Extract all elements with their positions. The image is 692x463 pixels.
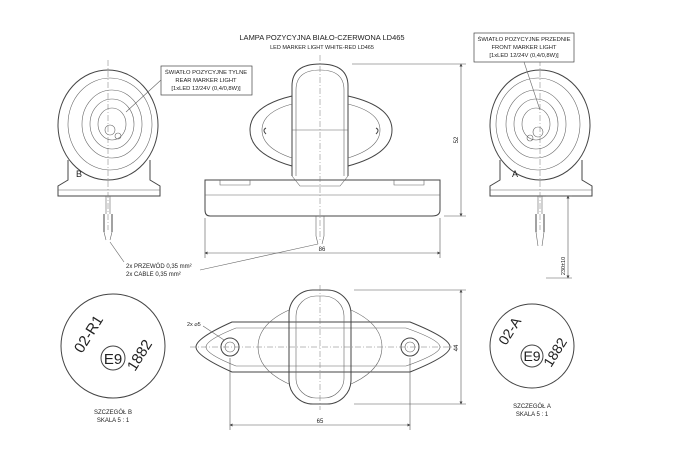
dimension-cable: 230±10: [546, 195, 572, 279]
dimension-hole-label: 2x ⌀5: [187, 322, 201, 328]
dimension-height: 52: [352, 63, 466, 217]
top-view: 2x ⌀5: [187, 285, 456, 410]
detail-a-code: 02-A: [495, 313, 525, 347]
dimension-base-label: 65: [317, 419, 324, 425]
front-label-line-2: FRONT MARKER LIGHT: [492, 45, 557, 51]
front-label-line-3: [1xLED 12/24V (0,4/0,8W)]: [489, 53, 559, 59]
detail-a-caption-1: SZCZEGÓŁ A: [513, 403, 551, 410]
detail-b-caption-1: SZCZEGÓŁ B: [94, 409, 132, 416]
front-view: [204, 55, 441, 245]
dimension-depth-label: 44: [454, 344, 460, 351]
rear-label-box: ŚWIATŁO POZYCYJNE TYLNE REAR MARKER LIGH…: [125, 65, 253, 113]
view-letter-b: B: [76, 169, 82, 179]
front-label-box: ŚWIATŁO POZYCYJNE PRZEDNIE FRONT MARKER …: [473, 32, 575, 111]
rear-side-view: B: [57, 60, 161, 241]
detail-b-mark: E9: [104, 351, 122, 368]
detail-b-number: 1882: [124, 337, 156, 374]
cable-label: 2x PRZEWÓD 0,35 mm² 2x CABLE 0,35 mm²: [109, 241, 319, 278]
cable-label-line-1: 2x PRZEWÓD 0,35 mm²: [126, 263, 192, 270]
dimension-width: 86: [204, 218, 441, 258]
dimension-cable-label: 230±10: [561, 257, 567, 275]
detail-b-caption-2: SKALA 5 : 1: [97, 418, 130, 424]
front-label-line-1: ŚWIATŁO POZYCYJNE PRZEDNIE: [478, 35, 571, 43]
dimension-width-label: 86: [319, 247, 326, 253]
rear-label-line-1: ŚWIATŁO POZYCYJNE TYLNE: [165, 68, 247, 76]
detail-a-mark: E9: [523, 348, 540, 364]
rear-label-line-2: REAR MARKER LIGHT: [175, 78, 237, 84]
front-side-view: A: [489, 60, 593, 247]
detail-a-caption-2: SKALA 5 : 1: [516, 412, 549, 418]
title-line-2: LED MARKER LIGHT WHITE-RED LD465: [270, 45, 374, 51]
rear-label-line-3: [1xLED 12/24V (0,4/0,8W)]: [171, 86, 241, 92]
title-line-1: LAMPA POZYCYJNA BIAŁO-CZERWONA LD465: [239, 33, 404, 42]
view-letter-a: A: [512, 169, 518, 179]
detail-a-number: 1882: [540, 335, 570, 370]
detail-b-code: 02-R1: [71, 312, 107, 356]
detail-a: 02-A E9 1882 SZCZEGÓŁ A SKALA 5 : 1: [489, 303, 575, 418]
dimension-height-label: 52: [454, 136, 460, 143]
cable-label-line-2: 2x CABLE 0,35 mm²: [126, 272, 181, 278]
dimension-base: 65: [229, 358, 411, 430]
detail-b: 02-R1 E9 1882 SZCZEGÓŁ B SKALA 5 : 1: [60, 293, 166, 424]
